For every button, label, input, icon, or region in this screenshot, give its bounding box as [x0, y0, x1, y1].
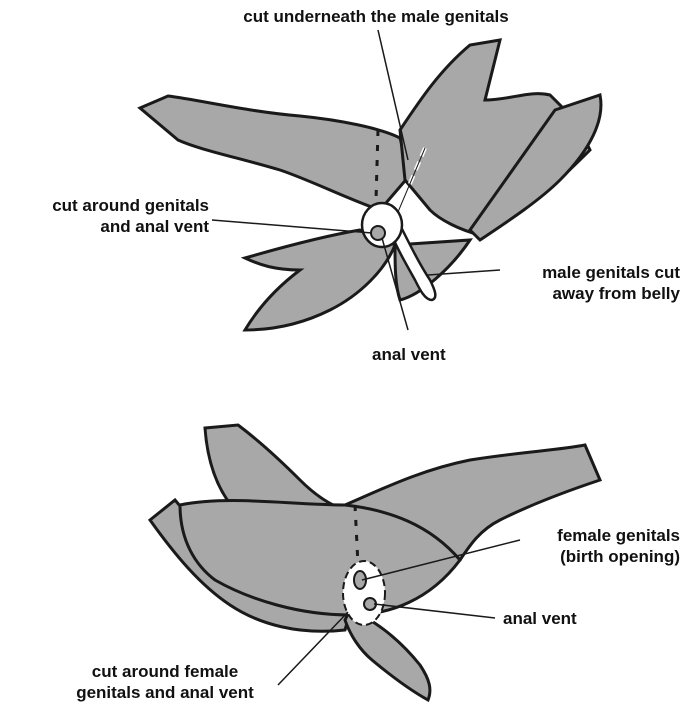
label-female-anal-vent: anal vent	[503, 608, 577, 629]
label-line: female genitals	[500, 525, 680, 546]
label-cut-around-female-genitals: cut around female genitals and anal vent	[40, 661, 290, 703]
label-female-genitals: female genitals (birth opening)	[500, 525, 680, 567]
label-line: male genitals cut	[490, 262, 680, 283]
male-anal-vent	[371, 226, 385, 240]
label-line: (birth opening)	[500, 546, 680, 567]
label-line: and anal vent	[4, 216, 209, 237]
label-line: cut around female	[40, 661, 290, 682]
leader-female-anal-vent	[374, 604, 495, 618]
label-line: genitals and anal vent	[40, 682, 290, 703]
label-line: cut around genitals	[4, 195, 209, 216]
label-male-anal-vent: anal vent	[372, 344, 446, 365]
label-line: away from belly	[490, 283, 680, 304]
label-cut-around-genitals: cut around genitals and anal vent	[4, 195, 209, 237]
female-cut-outline	[343, 561, 385, 625]
label-cut-underneath-male-genitals: cut underneath the male genitals	[196, 6, 556, 27]
male-left-upper-leg	[140, 96, 410, 210]
leader-cut-around-genitals	[212, 220, 372, 233]
label-male-genitals-cut: male genitals cut away from belly	[490, 262, 680, 304]
